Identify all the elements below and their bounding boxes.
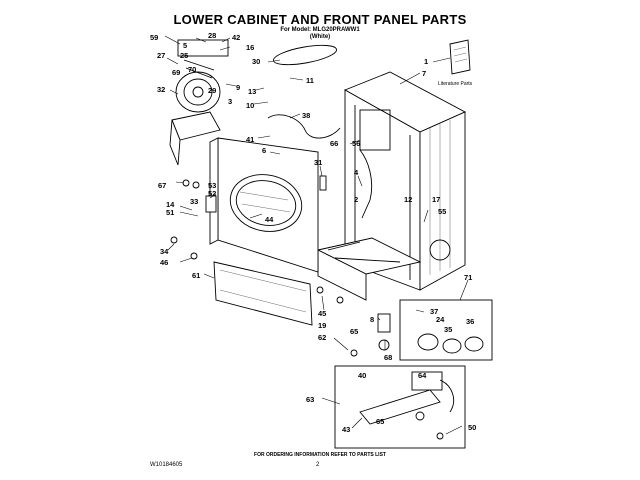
callout-62: 62 [318,333,326,342]
callout-8: 8 [370,315,374,324]
ordering-note: FOR ORDERING INFORMATION REFER TO PARTS … [254,452,386,458]
callout-12: 12 [404,195,412,204]
callout-7: 7 [422,69,426,78]
callout-14: 14 [166,200,175,209]
leader-lines [164,35,469,435]
motor-bracket [169,111,221,166]
callout-labels: 59 5 28 42 25 16 27 70 69 30 1 7 11 9 13… [150,31,476,434]
callout-36: 36 [466,317,474,326]
literature-label: Literature Parts [438,81,473,87]
callout-59: 59 [150,33,158,42]
callout-16: 16 [246,43,254,52]
callout-32: 32 [157,85,165,94]
callout-34: 34 [160,247,169,256]
kit-71-box [399,299,493,361]
callout-71: 71 [464,273,472,282]
callout-43: 43 [342,425,350,434]
toe-panel [213,261,313,326]
callout-11: 11 [306,76,314,85]
literature-parts-booklet: Literature Parts [438,39,473,87]
callout-56: 56 [352,139,360,148]
callout-65-upper: 65 [350,327,358,336]
callout-64: 64 [418,371,427,380]
callout-69: 69 [172,68,180,77]
front-panel [209,137,319,273]
callout-55: 55 [438,207,446,216]
callout-51: 51 [166,208,174,217]
drive-belt [273,44,337,66]
model-line: For Model: MLG20PRAWW1 [280,27,360,33]
callout-46: 46 [160,258,168,267]
callout-17: 17 [432,195,440,204]
model-variant: (White) [309,34,331,40]
callout-50: 50 [468,423,476,432]
callout-25: 25 [180,51,188,60]
callout-66: 66 [330,139,338,148]
callout-40: 40 [358,371,366,380]
callout-68: 68 [384,353,392,362]
callout-38: 38 [302,111,310,120]
burner-assembly-box [334,365,466,449]
callout-4: 4 [354,168,359,177]
small-parts [170,175,444,440]
callout-67: 67 [158,181,166,190]
callout-19: 19 [318,321,326,330]
callout-52: 52 [208,189,216,198]
callout-45: 45 [318,309,326,318]
callout-28: 28 [208,31,216,40]
callout-61: 61 [192,271,200,280]
callout-3: 3 [228,97,232,106]
callout-6: 6 [262,146,266,155]
callout-41: 41 [246,135,254,144]
callout-31: 31 [314,158,322,167]
callout-44: 44 [265,215,274,224]
callout-5: 5 [183,41,187,50]
callout-63: 63 [306,395,314,404]
exhaust-duct [359,149,373,219]
callout-37: 37 [430,307,438,316]
callout-10: 10 [246,101,254,110]
page-number: 2 [316,462,320,468]
callout-24: 24 [436,315,445,324]
document-id: W10184605 [150,462,183,468]
callout-1: 1 [424,57,428,66]
callout-65-lower: 65 [376,417,384,426]
callout-42: 42 [232,33,240,42]
callout-53: 53 [208,181,216,190]
blower-assembly [175,39,229,113]
callout-30: 30 [252,57,260,66]
wire-harness [267,114,341,139]
callout-35: 35 [444,325,452,334]
page-title: LOWER CABINET AND FRONT PANEL PARTS [173,12,467,27]
callout-9: 9 [236,83,240,92]
callout-33: 33 [190,197,198,206]
callout-29: 29 [208,86,216,95]
callout-2: 2 [354,195,358,204]
callout-70: 70 [188,65,196,74]
base-frame [316,237,422,301]
callout-27: 27 [157,51,165,60]
callout-13: 13 [248,87,256,96]
